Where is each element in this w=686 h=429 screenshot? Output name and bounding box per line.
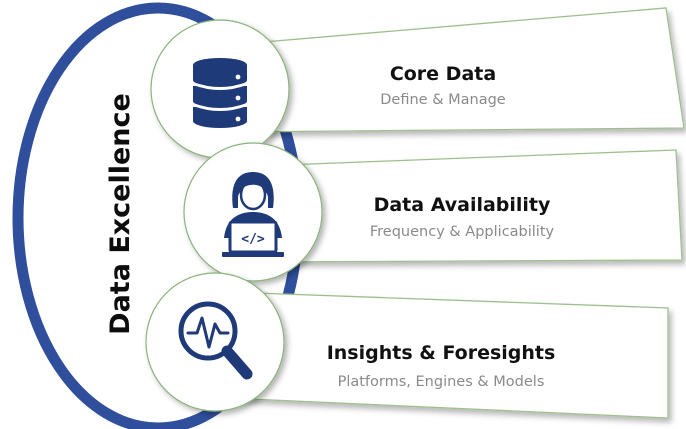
item-title: Data Availability (374, 194, 551, 216)
item-panel-insights-foresights: Insights & Foresights Platforms, Engines… (227, 291, 669, 419)
item-subtitle: Define & Manage (380, 92, 506, 108)
database-circle (150, 19, 290, 159)
item-panel-data-availability: Data Availability Frequency & Applicabil… (257, 149, 683, 263)
developer-circle: </> (183, 142, 323, 282)
svg-text:</>: </> (241, 232, 265, 247)
magnifier-circle (145, 272, 285, 412)
developer-laptop-icon: </> (222, 172, 284, 257)
item-panel-core-data: Core Data Define & Manage (227, 7, 685, 133)
item-title: Core Data (390, 63, 496, 85)
item-subtitle: Platforms, Engines & Models (338, 374, 545, 390)
item-title: Insights & Foresights (327, 342, 556, 364)
side-label: Data Excellence (105, 93, 136, 335)
magnifier-pulse-icon (178, 301, 253, 380)
item-subtitle: Frequency & Applicability (370, 224, 555, 240)
database-icon (193, 58, 247, 128)
